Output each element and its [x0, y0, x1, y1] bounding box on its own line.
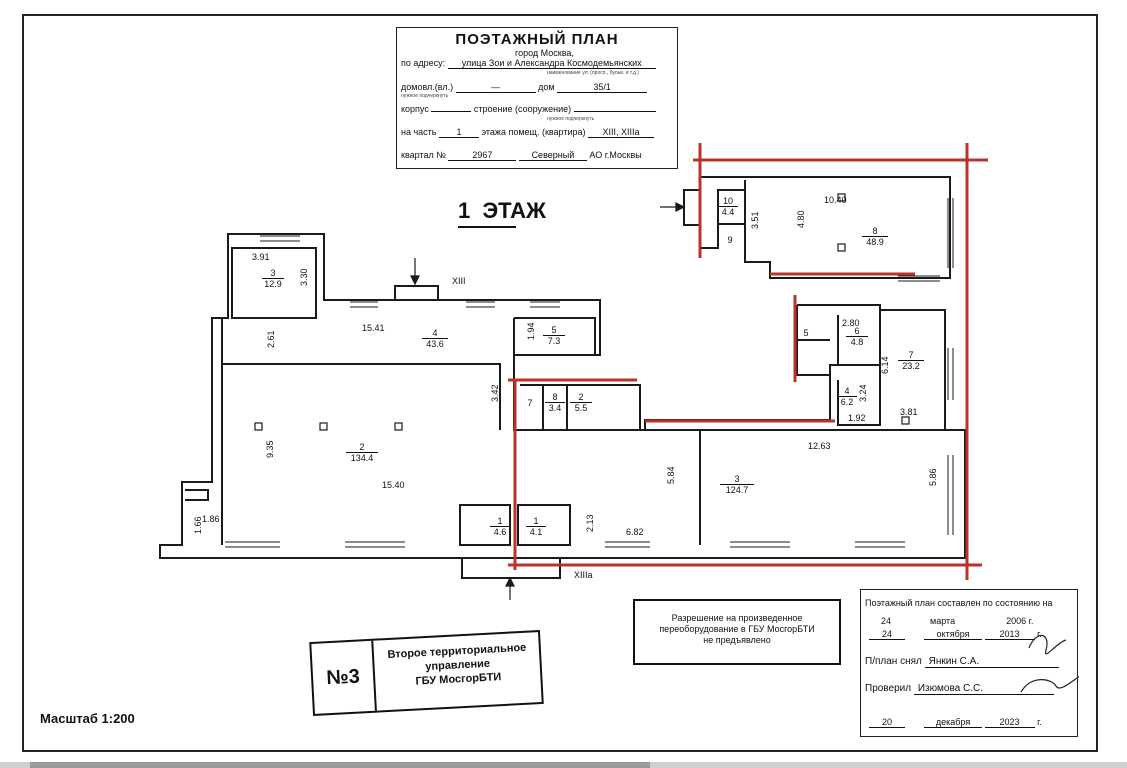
dimension-label: 3.81 — [900, 407, 918, 417]
dimension-label: 10.40 — [824, 195, 847, 205]
chast-row: на часть 1 этажа помещ. (квартира) XIII,… — [401, 127, 655, 138]
premises-label: XIII — [452, 276, 466, 286]
okrug-value: Северный — [518, 150, 587, 161]
permission-note: Разрешение на произведенное переоборудов… — [633, 599, 841, 665]
dimension-label: 12.63 — [808, 441, 831, 451]
note-line: переоборудование в ГБУ МосгорБТИ — [659, 624, 815, 634]
room-label: 7 — [527, 398, 533, 408]
kvartal-row: квартал № 2967 Северный АО г.Москвы — [401, 150, 642, 161]
dimension-label: 1.92 — [848, 413, 866, 423]
dimension-label: 15.40 — [382, 480, 405, 490]
dimension-label: 1.86 — [202, 514, 220, 524]
cert-date-1: 24 марта 2006 г. — [881, 616, 1034, 626]
chast-value: 1 — [439, 127, 479, 138]
chast-label: на часть — [401, 127, 437, 137]
kvartal-value: 2967 — [448, 150, 517, 161]
dimension-label: 15.41 — [362, 323, 385, 333]
scrollbar-thumb[interactable] — [30, 762, 650, 768]
address-hint: наименование ул. (просп., бульв. и т.д.) — [547, 70, 639, 76]
dimension-label: 3.51 — [750, 211, 760, 229]
dimension-label: 9.35 — [265, 440, 275, 458]
dimension-label: 3.30 — [299, 268, 309, 286]
stamp-number: №3 — [311, 640, 377, 714]
dimension-label: 6.82 — [626, 527, 644, 537]
dimension-label: 3.42 — [490, 384, 500, 402]
title-block: ПОЭТАЖНЫЙ ПЛАН город Москва, по адресу: … — [396, 27, 678, 169]
domovl-hint: нужное подчеркнуть — [401, 93, 449, 99]
handwritten-signature — [1020, 634, 1079, 693]
room-label: 5 — [803, 328, 809, 338]
stamp-org: Второе территориальное управление ГБУ Мо… — [374, 640, 542, 691]
address-row: по адресу: улица Зои и Александра Космод… — [401, 58, 656, 69]
bottom-scrollbar[interactable] — [0, 762, 1127, 768]
city-text: город Москва, — [515, 48, 574, 58]
plan-sheet — [22, 14, 1098, 752]
note-line: Разрешение на произведенное — [671, 613, 803, 623]
ao-label: АО г.Москвы — [589, 150, 642, 160]
korpus-label: корпус — [401, 104, 429, 114]
pomesh-value: XIII, XIIIa — [588, 127, 655, 138]
kvartal-label: квартал № — [401, 150, 446, 160]
scale-label: Масштаб 1:200 — [40, 711, 135, 726]
stroenie-label: строение (сооружение) — [473, 104, 572, 114]
dimension-label: 2.80 — [842, 318, 860, 328]
dom-value: 35/1 — [557, 82, 648, 93]
etazh-label: этажа помещ. (квартира) — [481, 127, 586, 137]
domovl-label: домовл.(вл.) — [401, 82, 454, 92]
cert-header: Поэтажный план составлен по состоянию на — [865, 598, 1053, 608]
dimension-label: 4.80 — [796, 210, 806, 228]
dimension-label: 2.61 — [266, 330, 276, 348]
plan-title: ПОЭТАЖНЫЙ ПЛАН — [455, 31, 619, 48]
floor-title-underline — [458, 226, 516, 228]
certificate-box: Поэтажный план составлен по состоянию на… — [860, 589, 1079, 737]
dimension-label: 3.91 — [252, 252, 270, 262]
dimension-label: 5.86 — [928, 468, 938, 486]
domovl-value: — — [455, 82, 536, 93]
dimension-label: 6.14 — [880, 356, 890, 374]
plan-made-row: П/план снял Янкин С.А. — [865, 656, 1059, 668]
dimension-label: 1.94 — [526, 322, 536, 340]
dimension-label: 5.84 — [666, 466, 676, 484]
address-value: улица Зои и Александра Космодемьянских — [447, 58, 656, 69]
address-label: по адресу: — [401, 58, 446, 68]
note-line: не предъявлено — [703, 635, 771, 645]
premises-label: XIIIa — [574, 570, 593, 580]
dom-label: дом — [538, 82, 555, 92]
cert-date-3: 20 декабря 2023 г. — [869, 717, 1042, 728]
dimension-label: 2.13 — [585, 514, 595, 532]
floor-title: 1 ЭТАЖ — [458, 198, 546, 223]
dimension-label: 3.24 — [858, 384, 868, 402]
bti-stamp: №3 Второе территориальное управление ГБУ… — [309, 630, 544, 716]
cert-date-2: 24 октября 2013 г. — [869, 629, 1042, 640]
room-label: 9 — [727, 235, 733, 245]
checked-row: Проверил Изюмова С.С. — [865, 683, 1054, 695]
stroenie-hint: нужное подчеркнуть — [547, 116, 595, 122]
domovl-row: домовл.(вл.) — дом 35/1 — [401, 82, 648, 93]
korpus-row: корпус строение (сооружение) — [401, 104, 656, 114]
